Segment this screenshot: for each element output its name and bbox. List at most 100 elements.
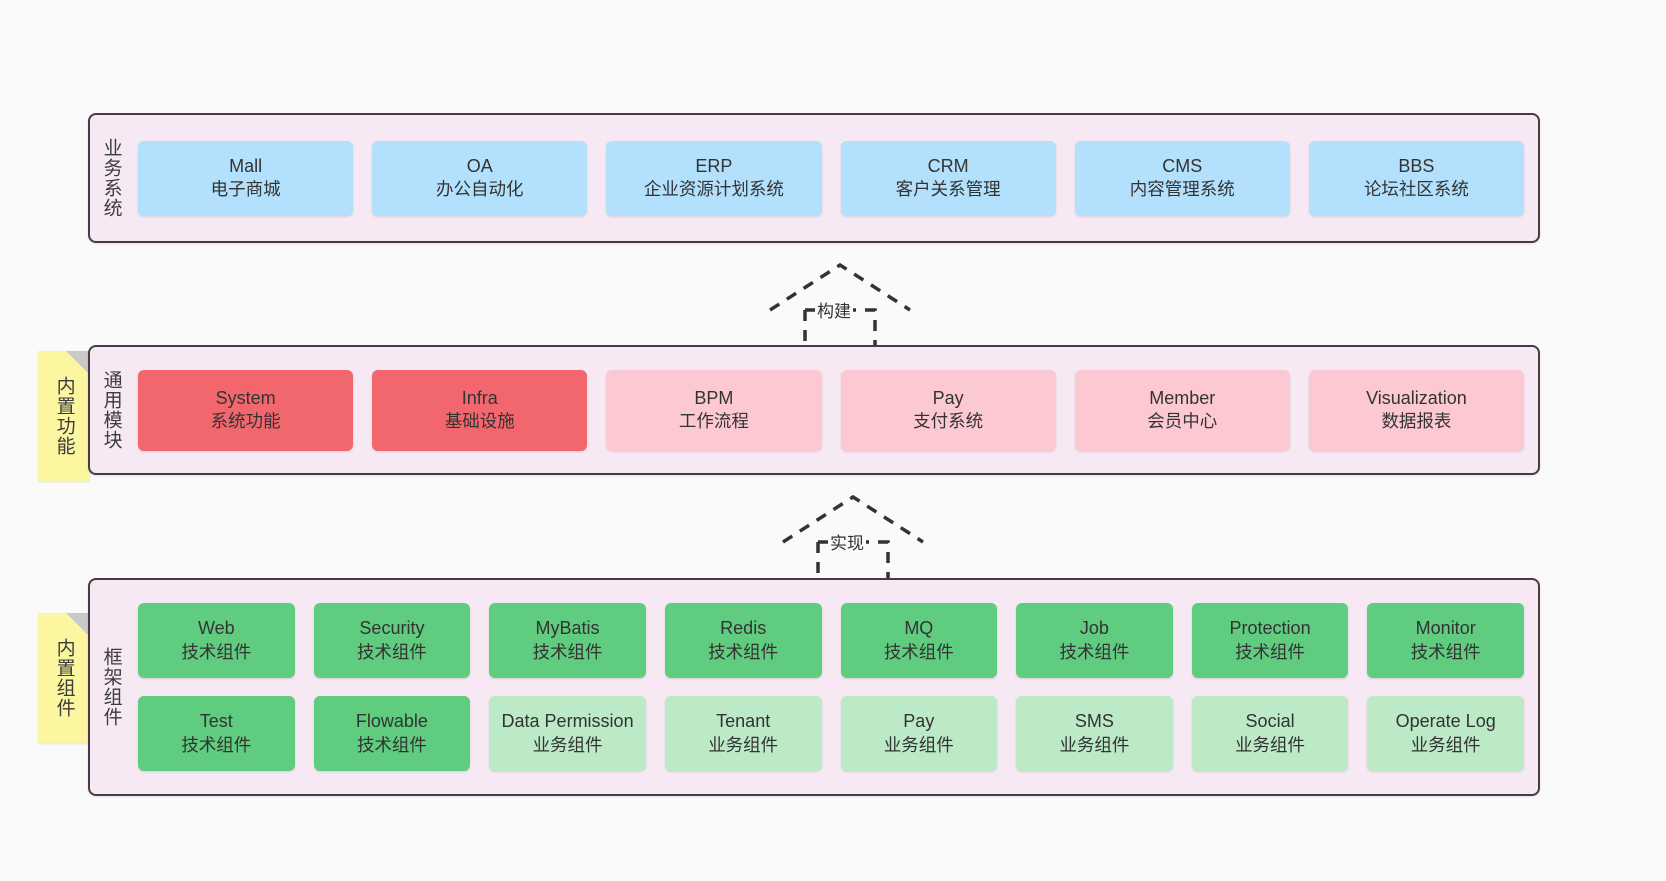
card-desc: 内容管理系统 bbox=[1129, 179, 1235, 200]
connector-implement-arrow bbox=[782, 494, 924, 582]
business-card-bbs[interactable]: BBS 论坛社区系统 bbox=[1308, 140, 1525, 216]
framework-card-protection[interactable]: Protection 技术组件 bbox=[1191, 603, 1349, 678]
framework-card-operate-log[interactable]: Operate Log 业务组件 bbox=[1367, 696, 1524, 771]
layer-title-framework-components: 框架组件 bbox=[100, 647, 122, 727]
card-desc: 技术组件 bbox=[708, 641, 779, 662]
layer-body-common-modules: System 系统功能 Infra 基础设施 BPM 工作流程 Pay 支付系统… bbox=[132, 347, 1538, 473]
framework-card-row-2: Test 技术组件 Flowable 技术组件 Data Permission … bbox=[138, 696, 1524, 771]
card-name: Test bbox=[199, 711, 233, 732]
framework-card-web[interactable]: Web 技术组件 bbox=[138, 603, 295, 678]
card-name: Security bbox=[359, 618, 425, 639]
card-name: Social bbox=[1245, 711, 1295, 732]
card-name: CMS bbox=[1162, 155, 1203, 176]
card-desc: 基础设施 bbox=[444, 411, 515, 432]
card-desc: 论坛社区系统 bbox=[1363, 179, 1469, 200]
business-card-erp[interactable]: ERP 企业资源计划系统 bbox=[606, 140, 822, 216]
layer-common-modules: 通用模块 System 系统功能 Infra 基础设施 BPM 工作流程 Pay bbox=[88, 345, 1540, 475]
card-desc: 数据报表 bbox=[1381, 411, 1452, 432]
card-name: Protection bbox=[1229, 618, 1311, 639]
card-name: Job bbox=[1079, 618, 1109, 639]
connector-build-arrow bbox=[769, 262, 911, 350]
business-card-row: Mall 电子商城 OA 办公自动化 ERP 企业资源计划系统 CRM 客户关系… bbox=[138, 140, 1525, 216]
card-name: Tenant bbox=[716, 711, 771, 732]
card-desc: 支付系统 bbox=[913, 411, 984, 432]
note-builtin-features: 内置功能 bbox=[38, 351, 90, 481]
card-desc: 技术组件 bbox=[356, 734, 427, 755]
framework-card-mq[interactable]: MQ 技术组件 bbox=[840, 603, 998, 678]
framework-card-tenant[interactable]: Tenant 业务组件 bbox=[664, 696, 822, 771]
framework-card-row-1: Web 技术组件 Security 技术组件 MyBatis 技术组件 Redi… bbox=[138, 603, 1524, 678]
card-desc: 技术组件 bbox=[883, 641, 954, 662]
card-name: ERP bbox=[695, 155, 733, 176]
card-desc: 技术组件 bbox=[181, 641, 252, 662]
framework-card-security[interactable]: Security 技术组件 bbox=[313, 603, 471, 678]
card-name: MyBatis bbox=[535, 618, 600, 639]
card-desc: 技术组件 bbox=[356, 641, 427, 662]
business-card-mall[interactable]: Mall 电子商城 bbox=[138, 140, 354, 216]
module-card-member[interactable]: Member 会员中心 bbox=[1074, 369, 1290, 451]
card-desc: 客户关系管理 bbox=[895, 179, 1001, 200]
card-desc: 业务组件 bbox=[708, 734, 779, 755]
connector-implement: 实现 bbox=[768, 487, 938, 582]
framework-card-data-permission[interactable]: Data Permission 业务组件 bbox=[489, 696, 646, 771]
card-name: SMS bbox=[1074, 711, 1114, 732]
card-name: Data Permission bbox=[501, 711, 634, 732]
card-desc: 企业资源计划系统 bbox=[643, 179, 784, 200]
card-desc: 技术组件 bbox=[532, 641, 603, 662]
card-desc: 业务组件 bbox=[883, 734, 954, 755]
module-card-row: System 系统功能 Infra 基础设施 BPM 工作流程 Pay 支付系统… bbox=[138, 369, 1525, 451]
card-desc: 系统功能 bbox=[210, 411, 281, 432]
card-name: Flowable bbox=[355, 711, 428, 732]
connector-build: 构建 bbox=[755, 255, 925, 350]
card-desc: 会员中心 bbox=[1147, 411, 1218, 432]
card-desc: 技术组件 bbox=[181, 734, 252, 755]
framework-card-redis[interactable]: Redis 技术组件 bbox=[664, 603, 822, 678]
card-desc: 技术组件 bbox=[1410, 641, 1481, 662]
note-label: 内置功能 bbox=[53, 376, 75, 456]
card-name: Member bbox=[1149, 387, 1216, 408]
framework-card-social[interactable]: Social 业务组件 bbox=[1191, 696, 1349, 771]
card-desc: 业务组件 bbox=[1410, 734, 1481, 755]
module-card-system[interactable]: System 系统功能 bbox=[138, 369, 354, 451]
card-name: Monitor bbox=[1415, 618, 1476, 639]
card-name: CRM bbox=[927, 155, 969, 176]
card-name: BBS bbox=[1398, 155, 1435, 176]
card-name: BPM bbox=[694, 387, 734, 408]
card-name: Mall bbox=[229, 155, 263, 176]
card-desc: 工作流程 bbox=[678, 411, 749, 432]
layer-framework-components: 框架组件 Web 技术组件 Security 技术组件 MyBatis 技术组件… bbox=[88, 578, 1540, 796]
card-name: Pay bbox=[903, 711, 935, 732]
framework-card-monitor[interactable]: Monitor 技术组件 bbox=[1367, 603, 1524, 678]
card-name: Web bbox=[197, 618, 235, 639]
note-label: 内置组件 bbox=[53, 638, 75, 718]
note-fold-corner-icon bbox=[66, 613, 90, 637]
card-desc: 业务组件 bbox=[1059, 734, 1130, 755]
framework-card-test[interactable]: Test 技术组件 bbox=[138, 696, 295, 771]
module-card-pay[interactable]: Pay 支付系统 bbox=[840, 369, 1056, 451]
card-name: Redis bbox=[720, 618, 767, 639]
card-name: Operate Log bbox=[1395, 711, 1496, 732]
framework-card-sms[interactable]: SMS 业务组件 bbox=[1016, 696, 1173, 771]
layer-business-system: 业务系统 Mall 电子商城 OA 办公自动化 ERP 企业资源计划系统 CRM bbox=[88, 113, 1540, 243]
business-card-oa[interactable]: OA 办公自动化 bbox=[372, 140, 588, 216]
framework-card-job[interactable]: Job 技术组件 bbox=[1016, 603, 1173, 678]
module-card-bpm[interactable]: BPM 工作流程 bbox=[606, 369, 822, 451]
module-card-visualization[interactable]: Visualization 数据报表 bbox=[1308, 369, 1525, 451]
card-desc: 电子商城 bbox=[210, 179, 281, 200]
layer-title-business-system: 业务系统 bbox=[100, 138, 122, 218]
framework-card-pay[interactable]: Pay 业务组件 bbox=[840, 696, 998, 771]
card-name: System bbox=[215, 387, 276, 408]
card-desc: 技术组件 bbox=[1059, 641, 1130, 662]
business-card-cms[interactable]: CMS 内容管理系统 bbox=[1074, 140, 1290, 216]
card-desc: 办公自动化 bbox=[436, 179, 524, 200]
framework-card-flowable[interactable]: Flowable 技术组件 bbox=[313, 696, 471, 771]
connector-build-label: 构建 bbox=[815, 297, 853, 322]
card-name: Infra bbox=[461, 387, 498, 408]
framework-card-mybatis[interactable]: MyBatis 技术组件 bbox=[489, 603, 646, 678]
card-name: OA bbox=[466, 155, 493, 176]
card-desc: 业务组件 bbox=[532, 734, 603, 755]
module-card-infra[interactable]: Infra 基础设施 bbox=[372, 369, 588, 451]
business-card-crm[interactable]: CRM 客户关系管理 bbox=[840, 140, 1056, 216]
card-name: Visualization bbox=[1366, 387, 1467, 408]
layer-body-business-system: Mall 电子商城 OA 办公自动化 ERP 企业资源计划系统 CRM 客户关系… bbox=[132, 115, 1538, 241]
